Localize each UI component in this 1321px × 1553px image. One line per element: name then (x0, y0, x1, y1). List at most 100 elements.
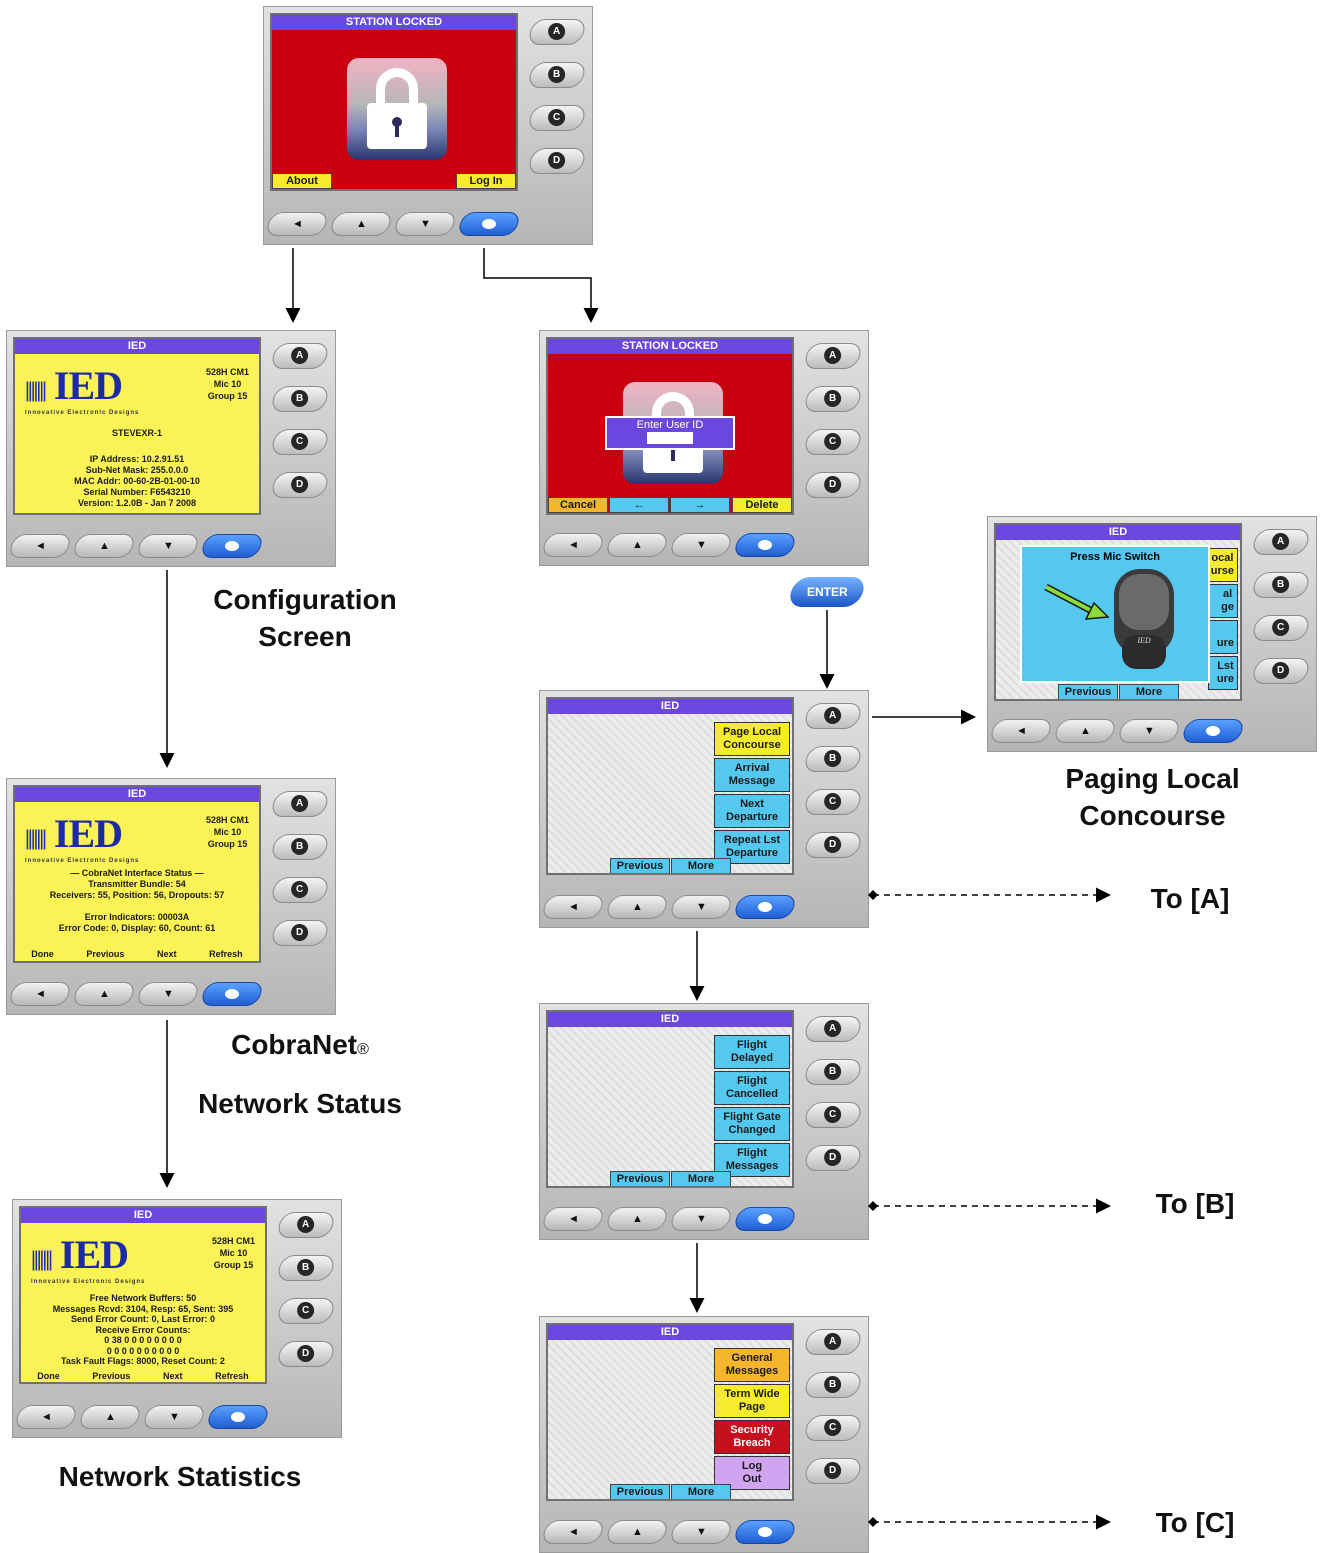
side-button-b[interactable]: B (269, 834, 331, 860)
menu-item-flight-gate-changed[interactable]: Flight Gate Changed (714, 1107, 790, 1141)
select-button[interactable] (732, 1520, 798, 1544)
side-button-b[interactable]: B (269, 386, 331, 412)
menu-item-general-messages[interactable]: General Messages (714, 1348, 790, 1382)
side-button-c[interactable]: C (269, 429, 331, 455)
previous-softkey[interactable]: Previous (86, 949, 125, 959)
previous-softkey[interactable]: Previous (610, 1484, 670, 1499)
side-button-d[interactable]: D (269, 472, 331, 498)
side-button-a[interactable]: A (802, 1016, 864, 1042)
up-arrow-button[interactable]: ▲ (604, 533, 670, 557)
side-button-c[interactable]: C (526, 105, 588, 131)
side-button-b[interactable]: B (802, 746, 864, 772)
side-button-d[interactable]: D (802, 1458, 864, 1484)
side-button-d[interactable]: D (1250, 658, 1312, 684)
previous-softkey[interactable]: Previous (610, 858, 670, 873)
down-arrow-button[interactable]: ▼ (392, 212, 458, 236)
up-arrow-button[interactable]: ▲ (77, 1405, 143, 1429)
more-softkey[interactable]: More (1119, 684, 1179, 699)
side-button-d[interactable]: D (802, 1145, 864, 1171)
side-button-c[interactable]: C (1250, 615, 1312, 641)
down-arrow-button[interactable]: ▼ (1116, 719, 1182, 743)
side-button-b[interactable]: B (802, 386, 864, 412)
side-button-b[interactable]: B (275, 1255, 337, 1281)
side-button-b[interactable]: B (526, 62, 588, 88)
select-button[interactable] (456, 212, 522, 236)
side-button-c[interactable]: C (802, 1415, 864, 1441)
menu-item-security-breach[interactable]: Security Breach (714, 1420, 790, 1454)
done-softkey[interactable]: Done (31, 949, 54, 959)
user-id-input[interactable] (647, 432, 693, 444)
down-arrow-button[interactable]: ▼ (135, 982, 201, 1006)
previous-softkey[interactable]: Previous (92, 1371, 131, 1381)
down-arrow-button[interactable]: ▼ (668, 895, 734, 919)
previous-softkey[interactable]: Previous (610, 1171, 670, 1186)
left-arrow-button[interactable]: ◄ (7, 982, 73, 1006)
up-arrow-button[interactable]: ▲ (604, 895, 670, 919)
side-button-a[interactable]: A (802, 703, 864, 729)
menu-item-flight-delayed[interactable]: Flight Delayed (714, 1035, 790, 1069)
left-arrow-button[interactable]: ◄ (540, 895, 606, 919)
cancel-softkey[interactable]: Cancel (548, 497, 608, 513)
next-softkey[interactable]: Next (163, 1371, 183, 1381)
side-button-d[interactable]: D (802, 472, 864, 498)
menu-item-term-wide-page[interactable]: Term Wide Page (714, 1384, 790, 1418)
down-arrow-button[interactable]: ▼ (135, 534, 201, 558)
menu-item-log-out[interactable]: Log Out (714, 1456, 790, 1490)
up-arrow-button[interactable]: ▲ (71, 534, 137, 558)
side-button-a[interactable]: A (269, 791, 331, 817)
up-arrow-button[interactable]: ▲ (604, 1520, 670, 1544)
done-softkey[interactable]: Done (37, 1371, 60, 1381)
left-arrow-button[interactable]: ◄ (7, 534, 73, 558)
select-button[interactable] (1180, 719, 1246, 743)
refresh-softkey[interactable]: Refresh (209, 949, 243, 959)
menu-item-page-local-concourse[interactable]: Page Local Concourse (714, 722, 790, 756)
cursor-left-softkey[interactable]: ← (609, 497, 669, 513)
menu-item-flight-messages[interactable]: Flight Messages (714, 1143, 790, 1177)
side-button-a[interactable]: A (802, 343, 864, 369)
more-softkey[interactable]: More (671, 858, 731, 873)
side-button-c[interactable]: C (802, 1102, 864, 1128)
side-button-b[interactable]: B (802, 1372, 864, 1398)
more-softkey[interactable]: More (671, 1484, 731, 1499)
next-softkey[interactable]: Next (157, 949, 177, 959)
left-arrow-button[interactable]: ◄ (540, 1520, 606, 1544)
select-button[interactable] (732, 895, 798, 919)
left-arrow-button[interactable]: ◄ (540, 533, 606, 557)
side-button-a[interactable]: A (802, 1329, 864, 1355)
menu-item-next-departure[interactable]: Next Departure (714, 794, 790, 828)
side-button-c[interactable]: C (269, 877, 331, 903)
up-arrow-button[interactable]: ▲ (328, 212, 394, 236)
side-button-b[interactable]: B (1250, 572, 1312, 598)
side-button-a[interactable]: A (269, 343, 331, 369)
down-arrow-button[interactable]: ▼ (668, 533, 734, 557)
up-arrow-button[interactable]: ▲ (604, 1207, 670, 1231)
previous-softkey[interactable]: Previous (1058, 684, 1118, 699)
side-button-d[interactable]: D (269, 920, 331, 946)
left-arrow-button[interactable]: ◄ (13, 1405, 79, 1429)
select-button[interactable] (732, 1207, 798, 1231)
select-button[interactable] (199, 982, 265, 1006)
select-button[interactable] (732, 533, 798, 557)
side-button-d[interactable]: D (526, 148, 588, 174)
side-button-d[interactable]: D (275, 1341, 337, 1367)
side-button-c[interactable]: C (802, 789, 864, 815)
side-button-a[interactable]: A (526, 19, 588, 45)
more-softkey[interactable]: More (671, 1171, 731, 1186)
select-button[interactable] (199, 534, 265, 558)
left-arrow-button[interactable]: ◄ (264, 212, 330, 236)
side-button-a[interactable]: A (275, 1212, 337, 1238)
up-arrow-button[interactable]: ▲ (1052, 719, 1118, 743)
refresh-softkey[interactable]: Refresh (215, 1371, 249, 1381)
side-button-c[interactable]: C (275, 1298, 337, 1324)
menu-item-arrival-message[interactable]: Arrival Message (714, 758, 790, 792)
down-arrow-button[interactable]: ▼ (141, 1405, 207, 1429)
menu-item-flight-cancelled[interactable]: Flight Cancelled (714, 1071, 790, 1105)
cursor-right-softkey[interactable]: → (670, 497, 730, 513)
up-arrow-button[interactable]: ▲ (71, 982, 137, 1006)
side-button-b[interactable]: B (802, 1059, 864, 1085)
side-button-a[interactable]: A (1250, 529, 1312, 555)
delete-softkey[interactable]: Delete (732, 497, 792, 513)
left-arrow-button[interactable]: ◄ (540, 1207, 606, 1231)
down-arrow-button[interactable]: ▼ (668, 1520, 734, 1544)
down-arrow-button[interactable]: ▼ (668, 1207, 734, 1231)
